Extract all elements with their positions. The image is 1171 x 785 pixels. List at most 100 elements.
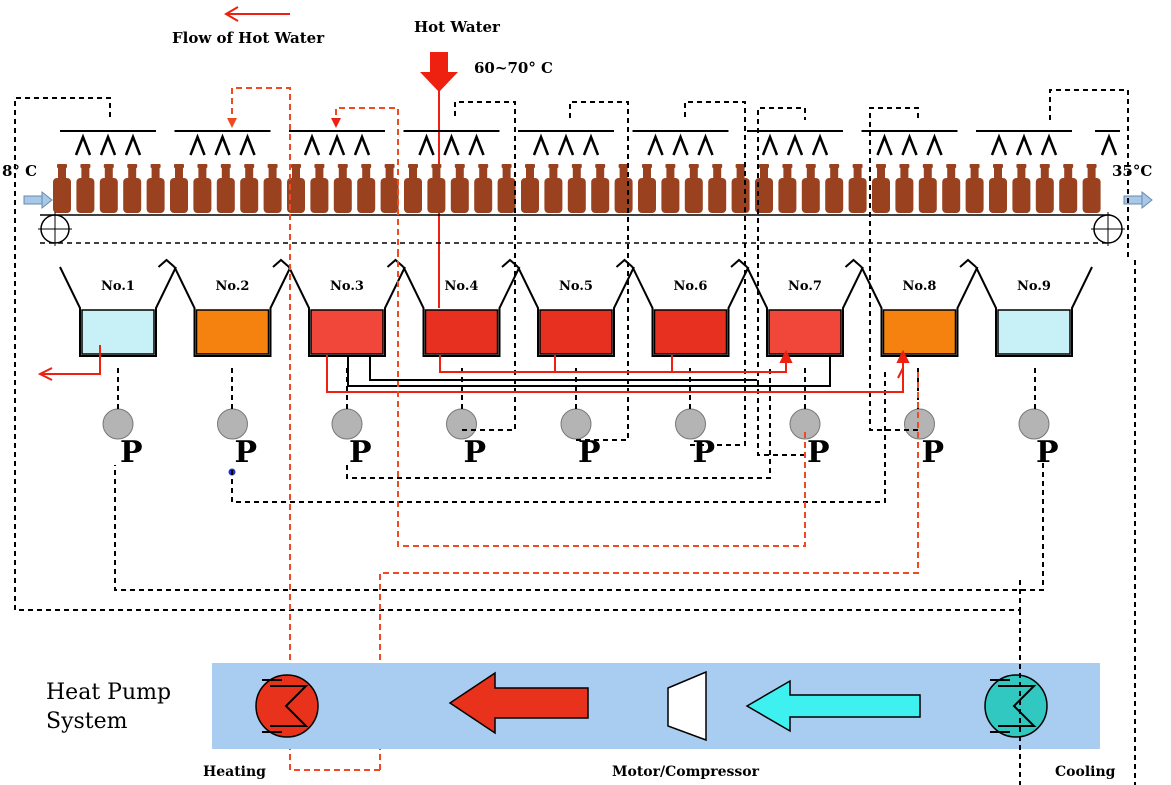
- tank-fill: [195, 309, 270, 355]
- tank-fill: [882, 309, 957, 355]
- bottle: [567, 164, 586, 213]
- cooling-label: Cooling: [1055, 764, 1116, 780]
- spray-nozzle-icon: [647, 133, 664, 156]
- spray-nozzle-icon: [532, 133, 550, 156]
- bottle: [661, 164, 680, 213]
- pump-label: P: [922, 435, 945, 470]
- spray-nozzle-icon: [1040, 133, 1058, 156]
- bottle: [310, 164, 329, 213]
- heat-pump-panel: [212, 610, 1100, 785]
- flow-direction-indicator: Flow of Hot Water: [172, 6, 325, 47]
- spray-nozzle-icon: [926, 133, 943, 156]
- bottle: [99, 164, 118, 213]
- bottle: [1035, 164, 1054, 213]
- spray-header: [518, 130, 614, 156]
- bottle: [801, 164, 820, 213]
- piping: [14, 87, 1136, 785]
- spray-nozzle-icon: [353, 133, 371, 156]
- conveyor-belt: [38, 212, 1125, 246]
- bottle: [53, 164, 71, 213]
- tank: No.1: [59, 266, 177, 357]
- bottle: [684, 164, 703, 213]
- bottle: [216, 164, 235, 213]
- spray-nozzle-icon: [876, 133, 893, 156]
- tank-label: No.7: [788, 279, 822, 294]
- bottle: [380, 164, 399, 213]
- spray-header: [60, 130, 156, 156]
- tank: No.8: [844, 258, 979, 357]
- pump-label: P: [578, 435, 601, 470]
- tank-fill: [653, 309, 728, 355]
- spray-header: [747, 130, 843, 156]
- inlet-arrow: [23, 190, 53, 210]
- tank-fill: [768, 309, 842, 355]
- bottle: [872, 164, 890, 213]
- spray-header: [976, 130, 1072, 156]
- tank-label: No.1: [101, 279, 135, 294]
- bottle: [544, 164, 563, 213]
- refrigerant-flow-arrow: [745, 679, 921, 733]
- spray-header: [403, 130, 500, 156]
- spray-nozzle-icon: [418, 133, 435, 156]
- spray-nozzle-icon: [1100, 133, 1118, 156]
- cooler-exchanger-icon: [984, 674, 1048, 738]
- tank-fill: [310, 309, 384, 355]
- hot-water-label: Hot Water: [414, 18, 501, 36]
- tank-label: No.6: [674, 279, 708, 294]
- hot-water-lines: [37, 345, 910, 393]
- bottle: [918, 164, 937, 213]
- pump-label: P: [464, 435, 487, 470]
- spray-nozzle-icon: [811, 133, 829, 156]
- pump-icon: P: [102, 408, 143, 470]
- spray-nozzle-icon: [786, 133, 804, 156]
- spray-nozzle-icon: [468, 133, 485, 156]
- heat-pump-title-line1: Heat Pump: [46, 680, 171, 705]
- tank: No.9: [959, 258, 1093, 357]
- tank-label: No.3: [330, 279, 364, 294]
- pump-icon: P: [331, 408, 372, 470]
- bottle: [474, 164, 493, 213]
- bottle: [708, 164, 727, 213]
- spray-header: [632, 130, 729, 156]
- bottle: [123, 164, 142, 213]
- heat-flow-arrow: [448, 671, 589, 735]
- pump-label: P: [349, 435, 372, 470]
- pump-label: P: [235, 435, 258, 470]
- tank: No.7: [730, 258, 864, 357]
- tank-fill: [997, 309, 1071, 355]
- tank-label: No.9: [1017, 279, 1051, 294]
- spray-nozzle-icon: [74, 133, 92, 156]
- motor-compressor-label: Motor/Compressor: [612, 764, 760, 780]
- tank-label: No.8: [903, 279, 937, 294]
- pump-icon: P: [217, 408, 258, 470]
- bottle: [1059, 164, 1078, 213]
- bottle: [591, 164, 610, 213]
- tank-fill: [424, 309, 499, 355]
- tank: No.4: [386, 258, 521, 357]
- bottle: [357, 164, 376, 213]
- spray-nozzle-icon: [557, 133, 575, 156]
- pump-icon: P: [789, 408, 830, 470]
- spray-nozzle-icon: [761, 133, 779, 156]
- bottle: [942, 164, 961, 213]
- spray-nozzle-icon: [124, 133, 142, 156]
- bottle: [76, 164, 95, 213]
- pump-label: P: [120, 435, 143, 470]
- heater-exchanger-icon: [255, 674, 319, 738]
- pump-label: P: [807, 435, 830, 470]
- spray-nozzle-icon: [672, 133, 689, 156]
- bottle: [638, 164, 656, 213]
- bottle: [848, 164, 867, 213]
- spray-nozzle-icon: [214, 133, 231, 156]
- compressor-icon: [667, 670, 707, 742]
- outlet-temp-label: 35°C: [1112, 162, 1152, 180]
- hot-water-temp-label: 60~70° C: [474, 59, 553, 77]
- bottle: [1012, 164, 1031, 213]
- tank-fill: [81, 309, 155, 355]
- spray-nozzle-icon: [239, 133, 256, 156]
- tank-label: No.2: [216, 279, 250, 294]
- bottle: [778, 164, 797, 213]
- bottle: [614, 164, 633, 213]
